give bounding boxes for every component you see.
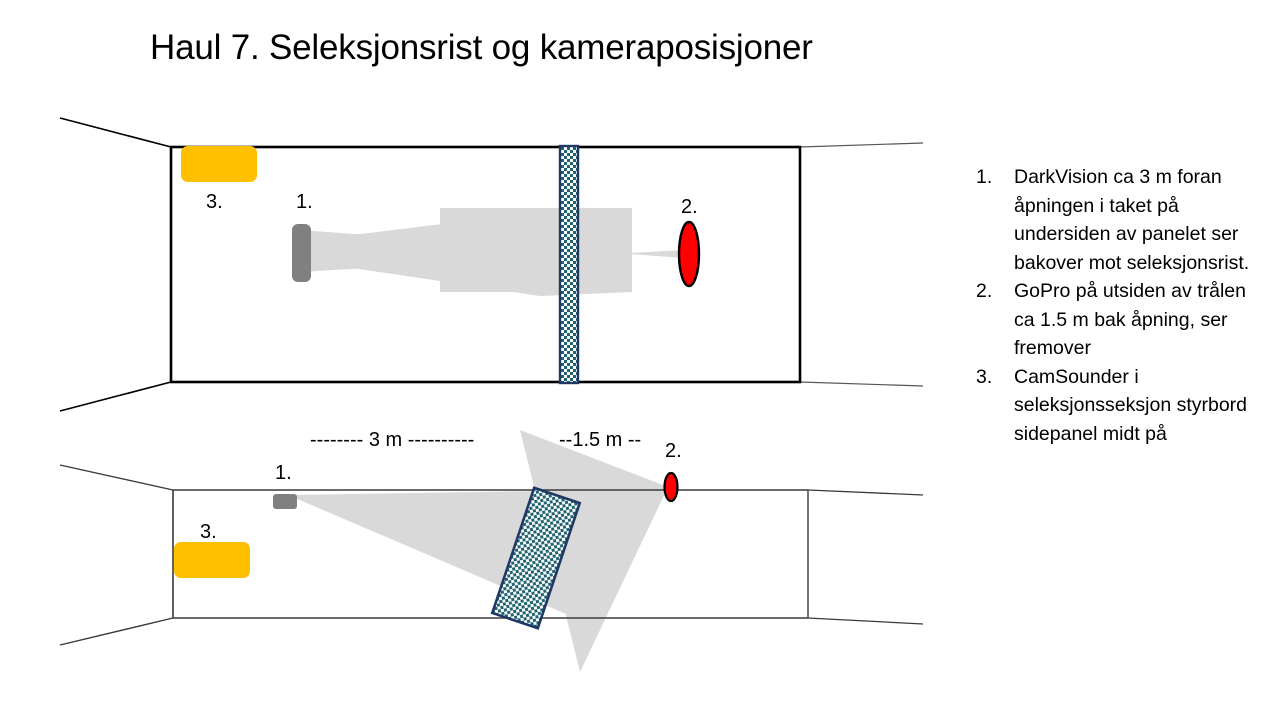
note-item-3: 3. CamSounder i seleksjonsseksjon styrbo… [968, 363, 1268, 449]
camsounder-device-side[interactable] [174, 542, 250, 578]
notes-panel: 1. DarkVision ca 3 m foran åpningen i ta… [968, 163, 1268, 448]
note-text-1: DarkVision ca 3 m foran åpningen i taket… [1014, 166, 1250, 274]
note-text-2: GoPro på utsiden av trålen ca 1.5 m bak … [1014, 280, 1246, 359]
side-view-group [59, 430, 924, 672]
note-number-1: 1. [976, 166, 993, 188]
side-view-darkvision-label: 1. [275, 462, 292, 484]
top-view-cones [300, 208, 684, 296]
side-view-tail-upper-line [807, 489, 924, 496]
top-view-group [59, 117, 924, 412]
darkvision-device-side[interactable] [273, 494, 297, 509]
notes-list: 1. DarkVision ca 3 m foran åpningen i ta… [968, 163, 1268, 448]
side-view-funnel-upper-line [59, 464, 174, 491]
page-title: Haul 7. Seleksjonsrist og kameraposisjon… [150, 28, 813, 67]
side-view-funnel-lower-line [59, 617, 174, 646]
side-view-distance-1-5m-label: --1.5 m -- [559, 429, 642, 451]
top-view-camsounder-label: 3. [206, 191, 223, 213]
gopro-device-side[interactable] [663, 471, 679, 503]
side-view-tail-lower-line [807, 617, 924, 625]
top-view-gopro-label: 2. [681, 196, 698, 218]
top-view-darkvision-label: 1. [296, 191, 313, 213]
top-view-tail-upper-line [799, 142, 924, 148]
note-item-2: 2. GoPro på utsiden av trålen ca 1.5 m b… [968, 277, 1268, 363]
selection-grid-side-group [490, 486, 582, 630]
side-view-gopro-label: 2. [665, 440, 682, 462]
camsounder-device-top[interactable] [181, 146, 257, 182]
top-view-funnel-upper-line [59, 117, 172, 148]
top-view-tail-lower-line [799, 381, 924, 387]
note-item-1: 1. DarkVision ca 3 m foran åpningen i ta… [968, 163, 1268, 277]
darkvision-device-top[interactable] [292, 224, 311, 282]
note-number-2: 2. [976, 280, 993, 302]
gopro-device-top[interactable] [677, 220, 701, 288]
side-view-cones [288, 430, 668, 672]
selection-grid-top[interactable] [558, 144, 580, 385]
side-view-distance-3m-label: -------- 3 m ---------- [310, 429, 475, 451]
top-view-funnel-lower-line [59, 381, 172, 412]
gopro-cone-top [300, 230, 684, 272]
note-text-3: CamSounder i seleksjonsseksjon styrbord … [1014, 365, 1248, 445]
note-number-3: 3. [976, 365, 993, 388]
selection-grid-side[interactable] [490, 486, 582, 630]
side-view-camsounder-label: 3. [200, 521, 217, 543]
